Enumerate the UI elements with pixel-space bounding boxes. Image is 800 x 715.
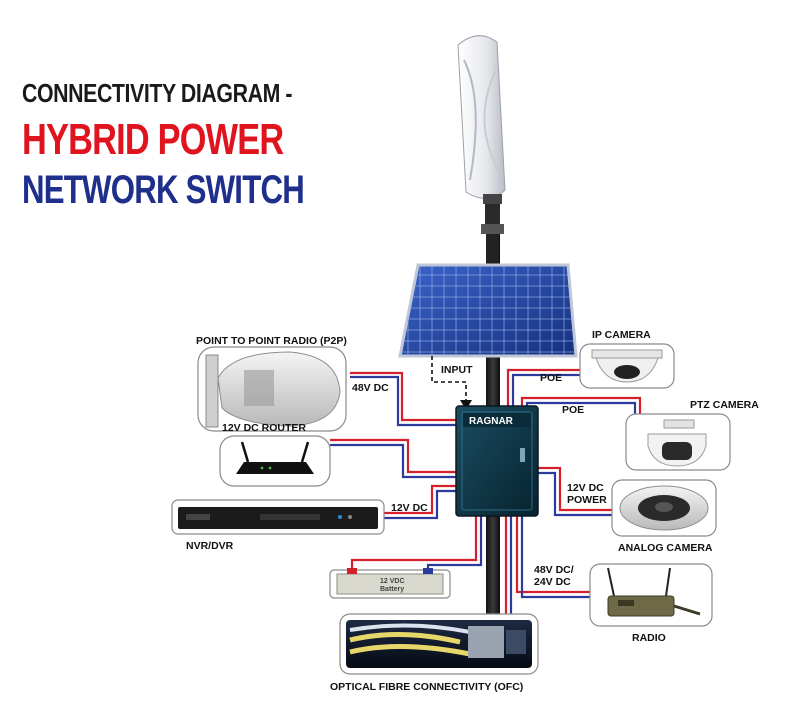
radio-icon [589,563,713,627]
battery-icon [329,568,451,599]
analog-camera-label: ANALOG CAMERA [618,542,713,554]
ptz-camera-label: PTZ CAMERA [690,399,759,411]
router-label: 12V DC ROUTER [222,422,306,434]
ip-camera-label: IP CAMERA [592,329,651,341]
input-label: INPUT [441,364,473,376]
diagram-heading-network-switch: NETWORK SWITCH [22,168,305,212]
optical-fibre-icon [339,613,539,675]
nvr-dvr-icon [171,499,385,535]
poe-label-ip-camera: POE [540,372,562,384]
p2p-radio-icon [197,346,347,432]
battery-label-voltage: 12 VDC [380,578,405,585]
solar-panel-icon [398,263,578,358]
ip-camera-icon [579,343,675,389]
battery-label-type: Battery [380,586,404,593]
poe-label-ptz-camera: POE [562,404,584,416]
ofc-label: OPTICAL FIBRE CONNECTIVITY (OFC) [330,681,523,693]
radio-power-label-line1: 48V DC/ [534,564,574,576]
radio-power-label-line2: 24V DC [534,576,571,588]
router-icon [219,435,331,487]
network-switch-enclosure [455,405,539,517]
radio-label: RADIO [632,632,666,644]
p2p-power-label: 48V DC [352,382,389,394]
wind-turbine-icon [457,35,506,270]
diagram-title: CONNECTIVITY DIAGRAM - [22,78,293,108]
wiring [330,368,642,620]
nvr-dvr-label: NVR/DVR [186,540,234,552]
analog-camera-icon [611,479,717,537]
analog-power-label-line1: 12V DC [567,482,604,494]
ptz-camera-icon [625,413,731,471]
input-arrow [431,356,472,410]
diagram-heading-hybrid-power: HYBRID POWER [22,115,284,164]
nvr-power-label: 12V DC [391,502,428,514]
p2p-radio-label: POINT TO POINT RADIO (P2P) [196,335,347,347]
switch-brand-label: RAGNAR [469,416,514,427]
analog-power-label-line2: POWER [567,494,607,506]
